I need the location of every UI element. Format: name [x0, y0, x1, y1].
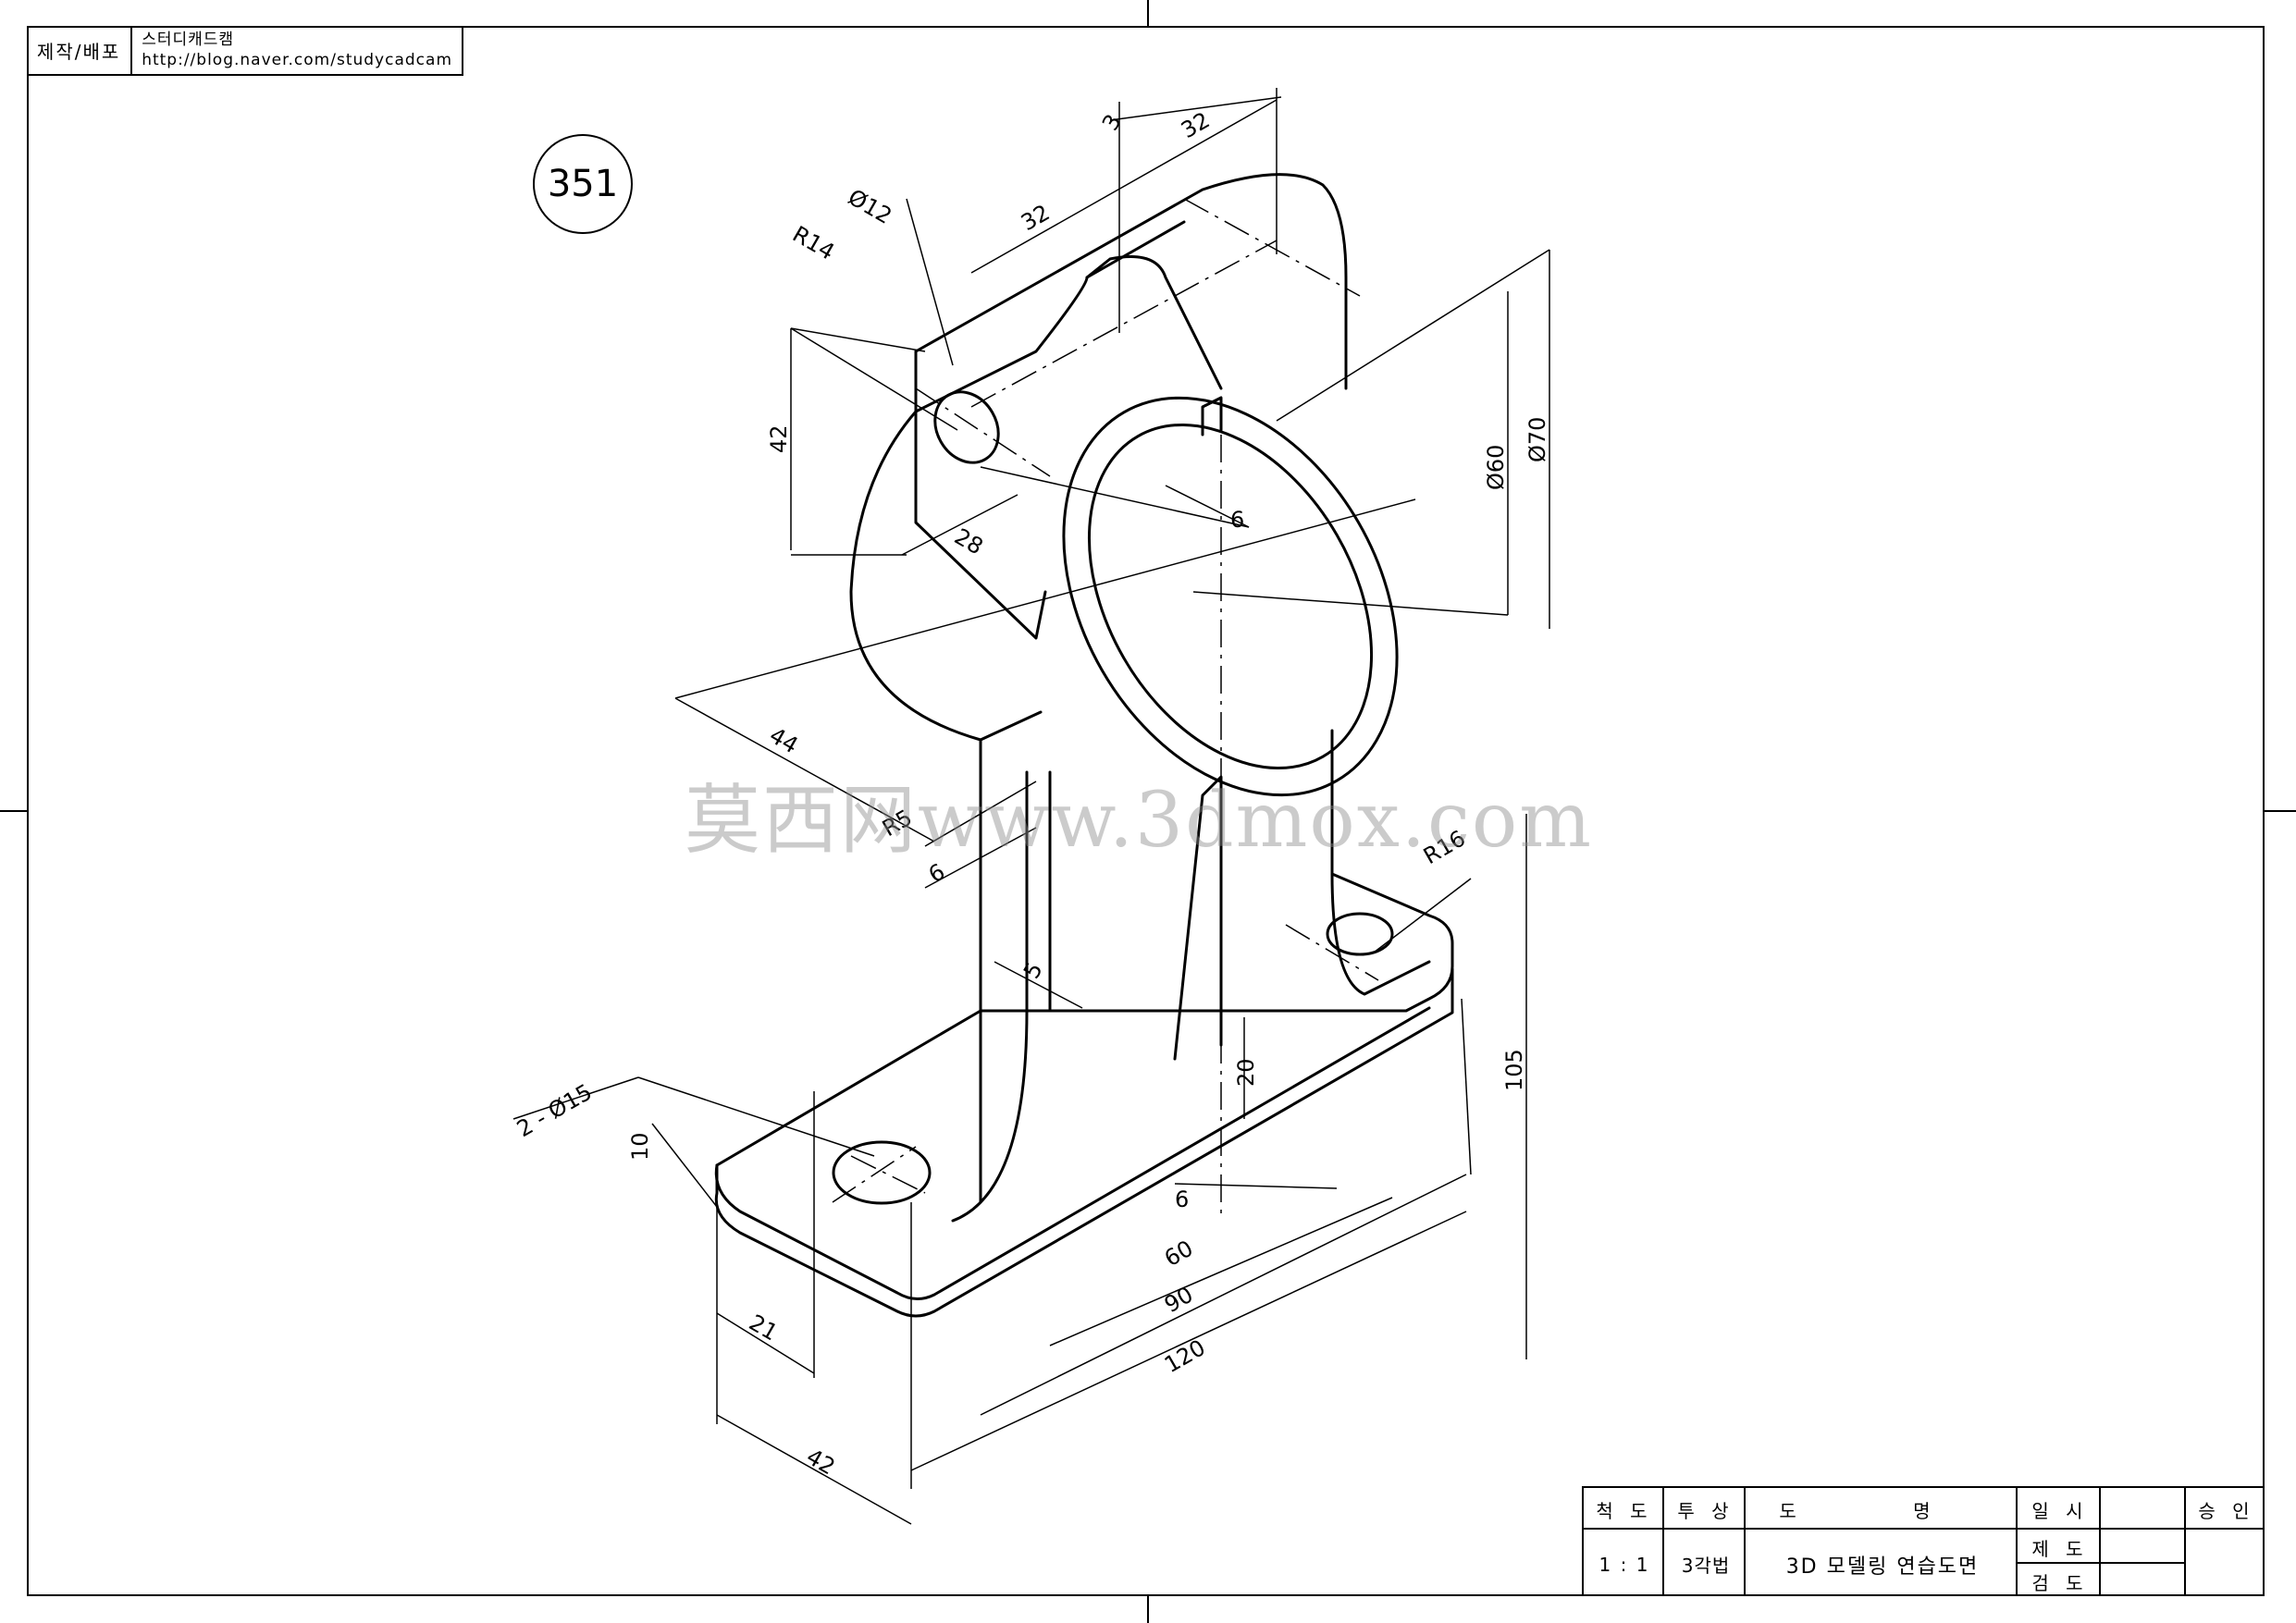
dim-42: 42 — [766, 424, 792, 453]
checked-by-label: 검 도 — [2031, 1571, 2089, 1594]
watermark: 莫西网www.3dmox.com — [685, 777, 1594, 865]
dim-radius-14: R14 — [788, 221, 839, 265]
dim-diameter-12: Ø12 — [844, 184, 896, 229]
dim-6-housing: 6 — [1230, 507, 1244, 533]
approval-header: 승 인 — [2198, 1499, 2255, 1522]
dim-32-left: 32 — [1017, 200, 1054, 237]
title-block: 척 도 투 상 도 명 일 시 승 인 1 : 1 3각법 3D 모델링 연습도… — [1582, 1486, 2265, 1596]
projection-header: 투 상 — [1677, 1499, 1734, 1522]
dim-44: 44 — [765, 722, 802, 759]
dim-120: 120 — [1160, 1334, 1210, 1378]
author-label: 제작/배포 — [27, 26, 133, 74]
author-url[interactable]: http://blog.naver.com/studycadcam — [142, 51, 452, 69]
drawn-by-label: 제 도 — [2031, 1538, 2089, 1560]
drawing-name-value: 3D 모델링 연습도면 — [1785, 1555, 1980, 1579]
dim-28: 28 — [950, 523, 987, 560]
dim-diameter-60: Ø60 — [1483, 445, 1509, 490]
dim-10: 10 — [627, 1132, 653, 1161]
scale-header: 척 도 — [1596, 1499, 1653, 1522]
part-outline — [714, 173, 1454, 1318]
dim-diameter-70: Ø70 — [1524, 417, 1550, 462]
drawing-frame — [27, 26, 2265, 1596]
dim-20: 20 — [1233, 1058, 1259, 1087]
dim-60: 60 — [1160, 1236, 1197, 1273]
dim-21: 21 — [745, 1309, 782, 1346]
scale-value: 1 : 1 — [1599, 1553, 1650, 1576]
dim-90: 90 — [1160, 1282, 1197, 1319]
dim-3: 3 — [1097, 110, 1127, 135]
part-number-badge: 351 — [533, 134, 633, 234]
dim-6-rib: 6 — [1175, 1187, 1189, 1212]
dim-5: 5 — [1018, 958, 1048, 983]
dim-holes-2x-diameter-15: 2 - Ø15 — [512, 1079, 597, 1143]
dimension-lines — [512, 88, 1550, 1525]
centerlines — [832, 198, 1379, 1221]
dim-42-base: 42 — [802, 1444, 839, 1481]
date-header: 일 시 — [2031, 1499, 2089, 1522]
drawing-name-header: 도 명 — [1779, 1499, 1986, 1522]
author-site-name: 스터디캐드캠 — [142, 31, 235, 49]
author-header: 제작/배포 스터디캐드캠 http://blog.naver.com/study… — [27, 26, 463, 76]
projection-value: 3각법 — [1681, 1555, 1731, 1577]
dim-105: 105 — [1501, 1049, 1527, 1091]
title-block-grid — [1582, 1486, 2265, 1596]
